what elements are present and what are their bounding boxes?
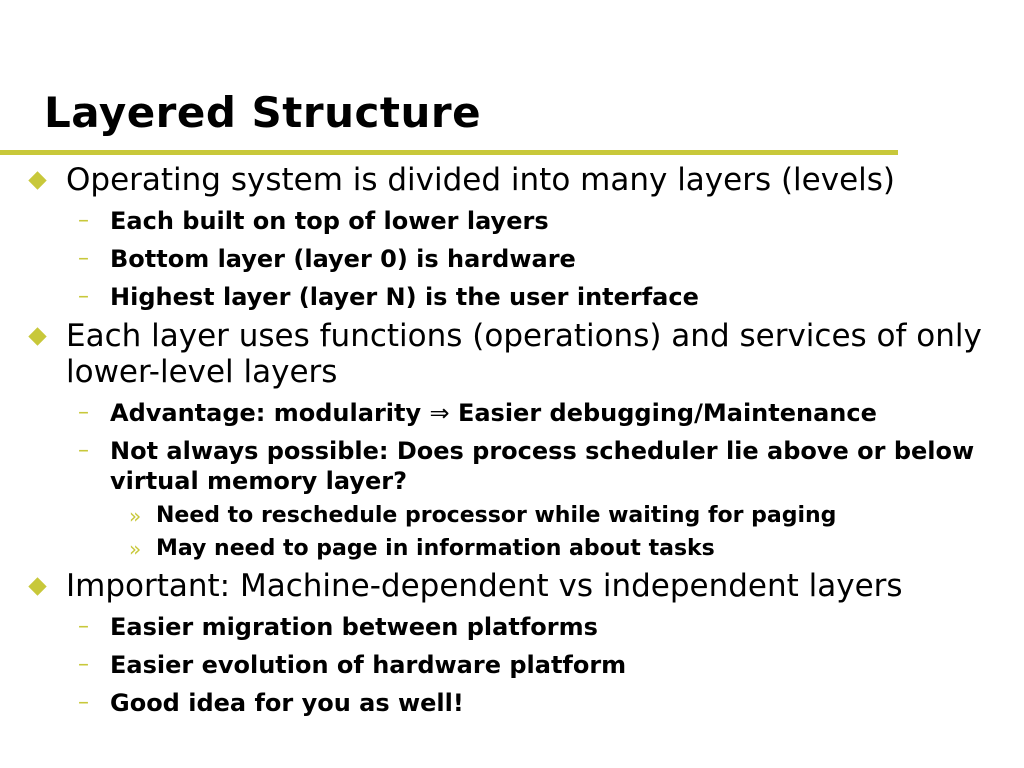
diamond-bullet-icon	[28, 171, 47, 190]
sub-bullet-text: Good idea for you as well!	[110, 689, 464, 717]
bullet-item: Important: Machine-dependent vs independ…	[0, 568, 1024, 604]
dash-marker: –	[78, 438, 89, 463]
title-underline	[0, 150, 898, 155]
dash-marker: –	[78, 246, 89, 271]
sub-bullet-item: – Each built on top of lower layers	[0, 206, 1024, 236]
sub-bullet-text: Advantage: modularity	[110, 399, 422, 427]
sub-bullet-item: – Good idea for you as well!	[0, 688, 1024, 718]
dash-marker: –	[78, 284, 89, 309]
raquo-marker: »	[129, 504, 142, 528]
sub-bullet-item: – Highest layer (layer N) is the user in…	[0, 282, 1024, 312]
raquo-marker: »	[129, 537, 142, 561]
bullet-item: Each layer uses functions (operations) a…	[0, 318, 1024, 390]
sub-sub-bullet-text: May need to page in information about ta…	[156, 536, 715, 561]
sub-bullet-text: Bottom layer (layer 0) is hardware	[110, 245, 576, 273]
dash-marker: –	[78, 614, 89, 639]
sub-bullet-item: – Easier evolution of hardware platform	[0, 650, 1024, 680]
bullet-item: Operating system is divided into many la…	[0, 162, 1024, 198]
bullet-text: Each layer uses functions (operations) a…	[66, 318, 982, 390]
bullet-text: Operating system is divided into many la…	[66, 162, 896, 198]
dash-marker: –	[78, 400, 89, 425]
dash-marker: –	[78, 690, 89, 715]
sub-bullet-item: – Not always possible: Does process sche…	[0, 436, 1024, 496]
sub-bullet-text: Easier evolution of hardware platform	[110, 651, 627, 679]
diamond-bullet-icon	[28, 577, 47, 596]
dash-marker: –	[78, 652, 89, 677]
sub-bullet-item: – Bottom layer (layer 0) is hardware	[0, 244, 1024, 274]
sub-bullet-text: Each built on top of lower layers	[110, 207, 549, 235]
bullet-list: Operating system is divided into many la…	[0, 162, 1024, 718]
sub-bullet-text: Easier migration between platforms	[110, 613, 598, 641]
sub-sub-bullet-text: Need to reschedule processor while waiti…	[156, 503, 837, 528]
sub-sub-bullet-item: » Need to reschedule processor while wai…	[0, 503, 1024, 529]
slide-title: Layered Structure	[44, 88, 482, 137]
dash-marker: –	[78, 208, 89, 233]
bullet-text: Important: Machine-dependent vs independ…	[66, 568, 903, 604]
sub-bullet-item: – Advantage: modularity ⇒ Easier debuggi…	[0, 398, 1024, 428]
diamond-bullet-icon	[28, 327, 47, 346]
sub-sub-bullet-item: » May need to page in information about …	[0, 536, 1024, 562]
sub-bullet-item: – Easier migration between platforms	[0, 612, 1024, 642]
sub-bullet-text: Highest layer (layer N) is the user inte…	[110, 283, 699, 311]
sub-bullet-text: Easier debugging/Maintenance	[457, 399, 877, 427]
implies-arrow-icon: ⇒	[429, 399, 450, 427]
sub-bullet-text: Not always possible: Does process schedu…	[110, 437, 975, 495]
